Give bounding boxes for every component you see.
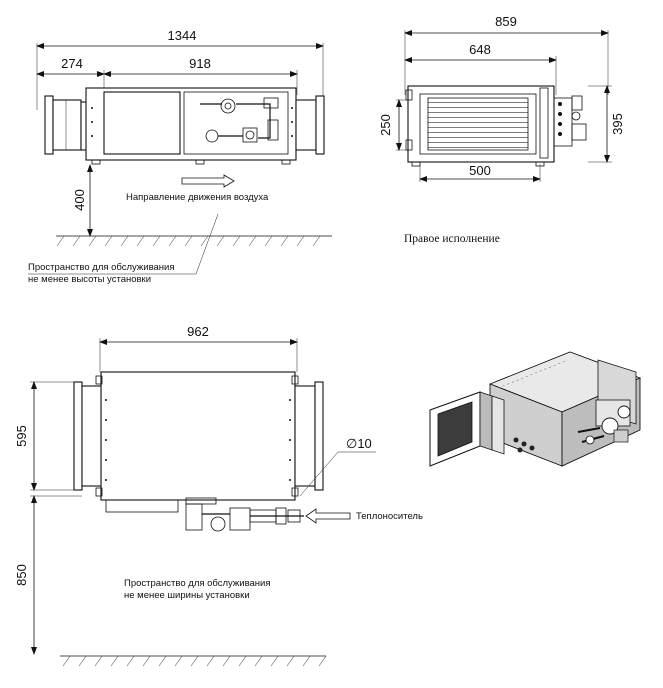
isometric-view: [429, 351, 642, 467]
valve-assembly: [577, 399, 631, 445]
pipe-diameter-label: ∅10: [346, 436, 372, 451]
dim-648: 648: [469, 42, 491, 57]
heat-carrier-label: Теплоноситель: [356, 511, 423, 522]
dim-1344: 1344: [168, 28, 197, 43]
dim-274: 274: [61, 56, 83, 71]
plan-view: 962: [14, 324, 423, 667]
dim-250: 250: [378, 114, 393, 136]
service-note-bottom-2: не менее ширины установки: [124, 590, 250, 601]
dim-500: 500: [469, 163, 491, 178]
dim-400: 400: [72, 189, 87, 211]
unit-elevation: [44, 87, 325, 165]
service-note-top-2: не менее высоты установки: [28, 274, 151, 285]
service-note-top-1: Пространство для обслуживания: [28, 262, 175, 273]
dim-595: 595: [14, 425, 29, 447]
piping-assembly: [185, 497, 304, 532]
service-note-bottom-1: Пространство для обслуживания: [124, 578, 271, 589]
dim-918: 918: [189, 56, 211, 71]
dim-850: 850: [14, 564, 29, 586]
elevation-view: 1344 274 918: [28, 28, 332, 285]
airflow-arrow-icon: [181, 174, 235, 188]
heat-carrier-arrow-icon: [305, 508, 351, 524]
dim-395: 395: [610, 113, 625, 135]
front-view: 859 648 500 250: [378, 14, 625, 245]
dim-859: 859: [495, 14, 517, 29]
airflow-label: Направление движения воздуха: [126, 192, 269, 203]
version-caption: Правое исполнение: [404, 233, 500, 245]
dim-962: 962: [187, 324, 209, 339]
louver-grille: [427, 97, 529, 151]
